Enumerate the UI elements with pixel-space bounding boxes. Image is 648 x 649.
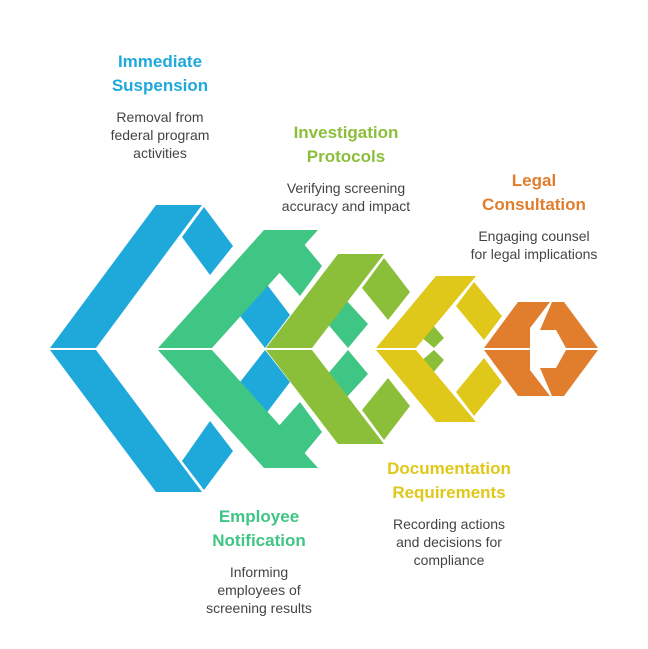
step-legal-consultation: Legal Consultation Engaging counsel for … (442, 169, 626, 263)
title-line: Immediate (117, 52, 203, 71)
hexagon-shape-orange-right-upper (540, 302, 598, 348)
description-line: compliance (413, 552, 485, 568)
chevron-weave-olive-lower (362, 378, 410, 440)
description-line: for legal implications (470, 246, 598, 262)
chevron-weave-olive-upper (362, 258, 410, 320)
chevron-weave-green-upper (270, 232, 322, 296)
title-line: Documentation (387, 459, 511, 478)
description-line: and decisions for (396, 534, 502, 550)
step-title: Employee Notification (180, 505, 338, 553)
hexagon-shape-orange-left-lower (484, 350, 550, 396)
hexagon-shape-orange-right-lower (540, 350, 598, 396)
chevron-employee-notification (158, 230, 368, 468)
description-line: Informing (229, 564, 289, 580)
hexagon-shape-orange-left-upper (484, 302, 550, 348)
title-line: Suspension (111, 76, 209, 95)
chevron-legal-consultation (484, 302, 598, 396)
chevron-weave-yellow-upper (456, 282, 502, 340)
step-title: Investigation Protocols (258, 121, 434, 169)
description-line: Removal from (116, 109, 204, 125)
step-immediate-suspension: Immediate Suspension Removal from federa… (80, 50, 240, 162)
step-description: Removal from federal program activities (80, 108, 240, 162)
step-title: Documentation Requirements (364, 457, 534, 505)
step-description: Recording actions and decisions for comp… (364, 515, 534, 569)
chevron-weave-blue-lower (182, 421, 233, 490)
chevron-weave-green-lower (270, 402, 322, 466)
chevron-weave-blue-upper (182, 207, 233, 275)
description-line: employees of (217, 582, 301, 598)
description-line: accuracy and impact (281, 198, 411, 214)
description-line: federal program (110, 127, 210, 143)
step-title: Immediate Suspension (80, 50, 240, 98)
description-line: Verifying screening (286, 180, 406, 196)
title-line: Requirements (392, 483, 506, 502)
title-line: Employee (218, 507, 300, 526)
chevron-shape-blue-upper (50, 205, 202, 348)
title-line: Consultation (482, 195, 586, 214)
title-line: Protocols (306, 147, 386, 166)
chevron-shape-olive-lower (266, 350, 384, 444)
chevron-weave-yellow-lower (456, 358, 502, 416)
step-description: Verifying screening accuracy and impact (258, 179, 434, 215)
step-documentation-requirements: Documentation Requirements Recording act… (364, 457, 534, 569)
chevron-shape-yellow-upper (376, 276, 476, 348)
title-line: Notification (212, 531, 306, 550)
description-line: Engaging counsel (478, 228, 590, 244)
description-line: activities (133, 145, 187, 161)
step-title: Legal Consultation (442, 169, 626, 217)
chevron-documentation-requirements (376, 276, 502, 422)
description-line: Recording actions (392, 516, 506, 532)
description-line: screening results (206, 600, 312, 616)
chevron-shape-blue-lower (50, 350, 202, 492)
step-description: Engaging counsel for legal implications (442, 227, 626, 263)
title-line: Legal (511, 171, 557, 190)
chevron-shape-olive-upper (266, 254, 384, 348)
step-description: Informing employees of screening results (180, 563, 338, 617)
title-line: Investigation (293, 123, 399, 142)
chevron-shape-yellow-lower (376, 350, 476, 422)
step-employee-notification: Employee Notification Informing employee… (180, 505, 338, 617)
step-investigation-protocols: Investigation Protocols Verifying screen… (258, 121, 434, 215)
